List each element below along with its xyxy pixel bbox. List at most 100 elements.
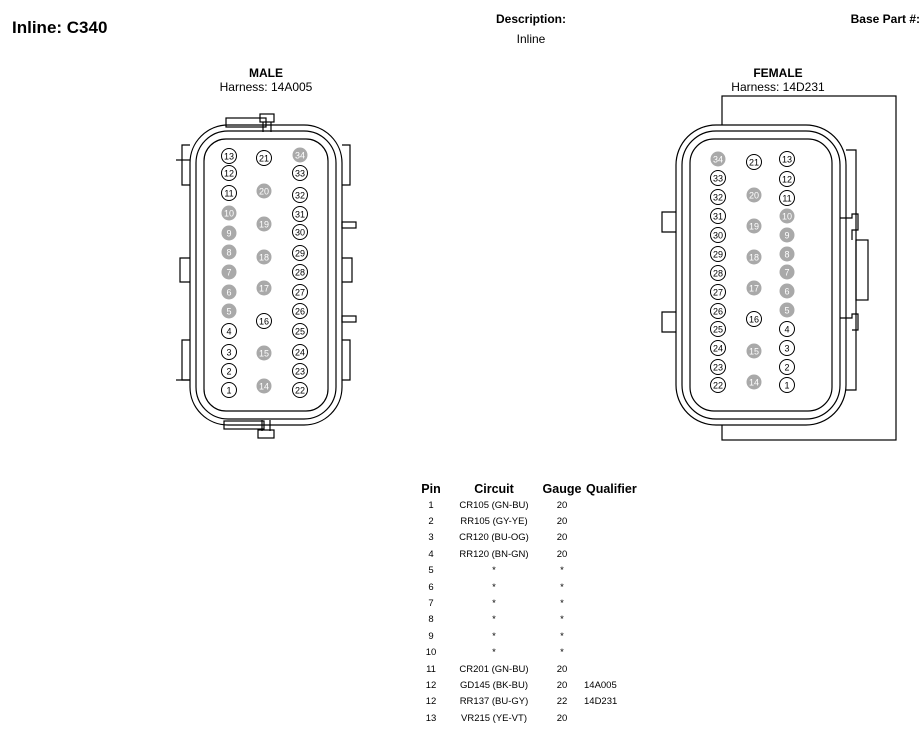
pin-circle bbox=[292, 187, 308, 203]
pin-cell: 10 bbox=[425, 647, 437, 659]
pin-cavity-29: 29 bbox=[292, 245, 308, 261]
pin-cell: 6 bbox=[428, 581, 434, 593]
male-heading: MALE bbox=[249, 66, 283, 80]
pin-circle bbox=[710, 377, 726, 393]
pin-number-label: 16 bbox=[259, 317, 269, 327]
table-row: 8** bbox=[414, 612, 644, 628]
pin-number-label: 20 bbox=[749, 191, 759, 201]
pin-cavity-27: 27 bbox=[292, 284, 308, 300]
circuit-cell: * bbox=[492, 581, 496, 593]
pin-cavity-23: 23 bbox=[710, 359, 726, 375]
gauge-cell: 20 bbox=[556, 663, 568, 675]
pin-circle bbox=[710, 340, 726, 356]
pin-number-label: 8 bbox=[784, 250, 789, 260]
pin-cavity-21: 21 bbox=[746, 154, 762, 170]
pin-circle bbox=[779, 208, 795, 224]
pin-number-label: 34 bbox=[295, 151, 305, 161]
pin-cavity-10: 10 bbox=[779, 208, 795, 224]
gauge-cell: 20 bbox=[556, 712, 568, 724]
female-heading: FEMALE bbox=[753, 66, 803, 80]
gauge-cell: 20 bbox=[556, 499, 568, 511]
pin-cavity-6: 6 bbox=[779, 283, 795, 299]
pin-cavity-11: 11 bbox=[779, 190, 795, 206]
pin-circle bbox=[256, 313, 272, 329]
pin-cavity-18: 18 bbox=[256, 249, 272, 265]
pin-number-label: 29 bbox=[713, 250, 723, 260]
pin-cavity-32: 32 bbox=[710, 189, 726, 205]
pin-circle bbox=[779, 151, 795, 167]
pin-number-label: 4 bbox=[226, 327, 231, 337]
circuit-cell: * bbox=[492, 614, 496, 626]
pin-number-label: 7 bbox=[226, 268, 231, 278]
pin-cavity-6: 6 bbox=[221, 284, 237, 300]
pin-circle bbox=[710, 189, 726, 205]
pin-cell: 12 bbox=[425, 679, 437, 691]
pin-cell: 5 bbox=[428, 565, 434, 577]
pin-cavity-15: 15 bbox=[746, 343, 762, 359]
pin-number-label: 21 bbox=[259, 154, 269, 164]
base-part-label: Base Part #: bbox=[850, 12, 920, 26]
gauge-cell: 20 bbox=[556, 679, 568, 691]
table-row: 7** bbox=[414, 595, 644, 611]
pin-cell: 1 bbox=[428, 499, 434, 511]
pin-cavity-30: 30 bbox=[710, 227, 726, 243]
pin-circle bbox=[779, 377, 795, 393]
qualifier-cell bbox=[584, 628, 644, 644]
circuit-cell: RR120 (BN-GN) bbox=[459, 548, 529, 560]
pin-cavity-12: 12 bbox=[221, 165, 237, 181]
pin-cavity-34: 34 bbox=[710, 151, 726, 167]
pin-circle bbox=[221, 344, 237, 360]
pin-number-label: 18 bbox=[259, 253, 269, 263]
pin-cavity-4: 4 bbox=[221, 323, 237, 339]
pin-circle bbox=[779, 283, 795, 299]
pin-number-label: 10 bbox=[224, 209, 234, 219]
pin-header: Pin bbox=[421, 481, 441, 496]
pin-circle bbox=[221, 225, 237, 241]
pin-cavity-33: 33 bbox=[292, 165, 308, 181]
pin-cavity-3: 3 bbox=[221, 344, 237, 360]
pin-circle bbox=[292, 382, 308, 398]
pin-circle bbox=[256, 280, 272, 296]
pin-cavity-22: 22 bbox=[292, 382, 308, 398]
gauge-cell: 20 bbox=[556, 532, 568, 544]
pin-circle bbox=[779, 190, 795, 206]
circuit-cell: * bbox=[492, 598, 496, 610]
qualifier-cell bbox=[584, 497, 644, 513]
pin-cavity-25: 25 bbox=[710, 321, 726, 337]
table-row: 5** bbox=[414, 563, 644, 579]
gauge-cell: 20 bbox=[556, 516, 568, 528]
pin-circle bbox=[710, 227, 726, 243]
pin-circle bbox=[221, 244, 237, 260]
pin-circle bbox=[292, 206, 308, 222]
pin-cavity-9: 9 bbox=[779, 227, 795, 243]
circuit-cell: RR105 (GY-YE) bbox=[460, 516, 528, 528]
gauge-cell: * bbox=[560, 565, 564, 577]
qualifier-cell bbox=[584, 513, 644, 529]
circuit-header: Circuit bbox=[474, 481, 514, 496]
pin-number-label: 33 bbox=[295, 169, 305, 179]
pin-number-label: 24 bbox=[295, 348, 305, 358]
pin-circle bbox=[292, 245, 308, 261]
pin-number-label: 19 bbox=[259, 220, 269, 230]
gauge-cell: 22 bbox=[556, 696, 568, 708]
female-connector-heading: FEMALE Harness: 14D231 bbox=[698, 66, 858, 94]
pin-number-label: 16 bbox=[749, 315, 759, 325]
pin-number-label: 17 bbox=[749, 284, 759, 294]
circuit-cell: GD145 (BK-BU) bbox=[459, 679, 529, 691]
pin-number-label: 13 bbox=[782, 155, 792, 165]
pin-cavity-8: 8 bbox=[779, 246, 795, 262]
pin-circle bbox=[256, 249, 272, 265]
circuit-cell: CR105 (GN-BU) bbox=[459, 499, 529, 511]
pin-number-label: 30 bbox=[295, 228, 305, 238]
pin-circle bbox=[221, 148, 237, 164]
circuit-cell: * bbox=[492, 647, 496, 659]
pin-number-label: 1 bbox=[784, 381, 789, 391]
pin-circle bbox=[292, 363, 308, 379]
pin-cavity-32: 32 bbox=[292, 187, 308, 203]
pin-circle bbox=[710, 303, 726, 319]
